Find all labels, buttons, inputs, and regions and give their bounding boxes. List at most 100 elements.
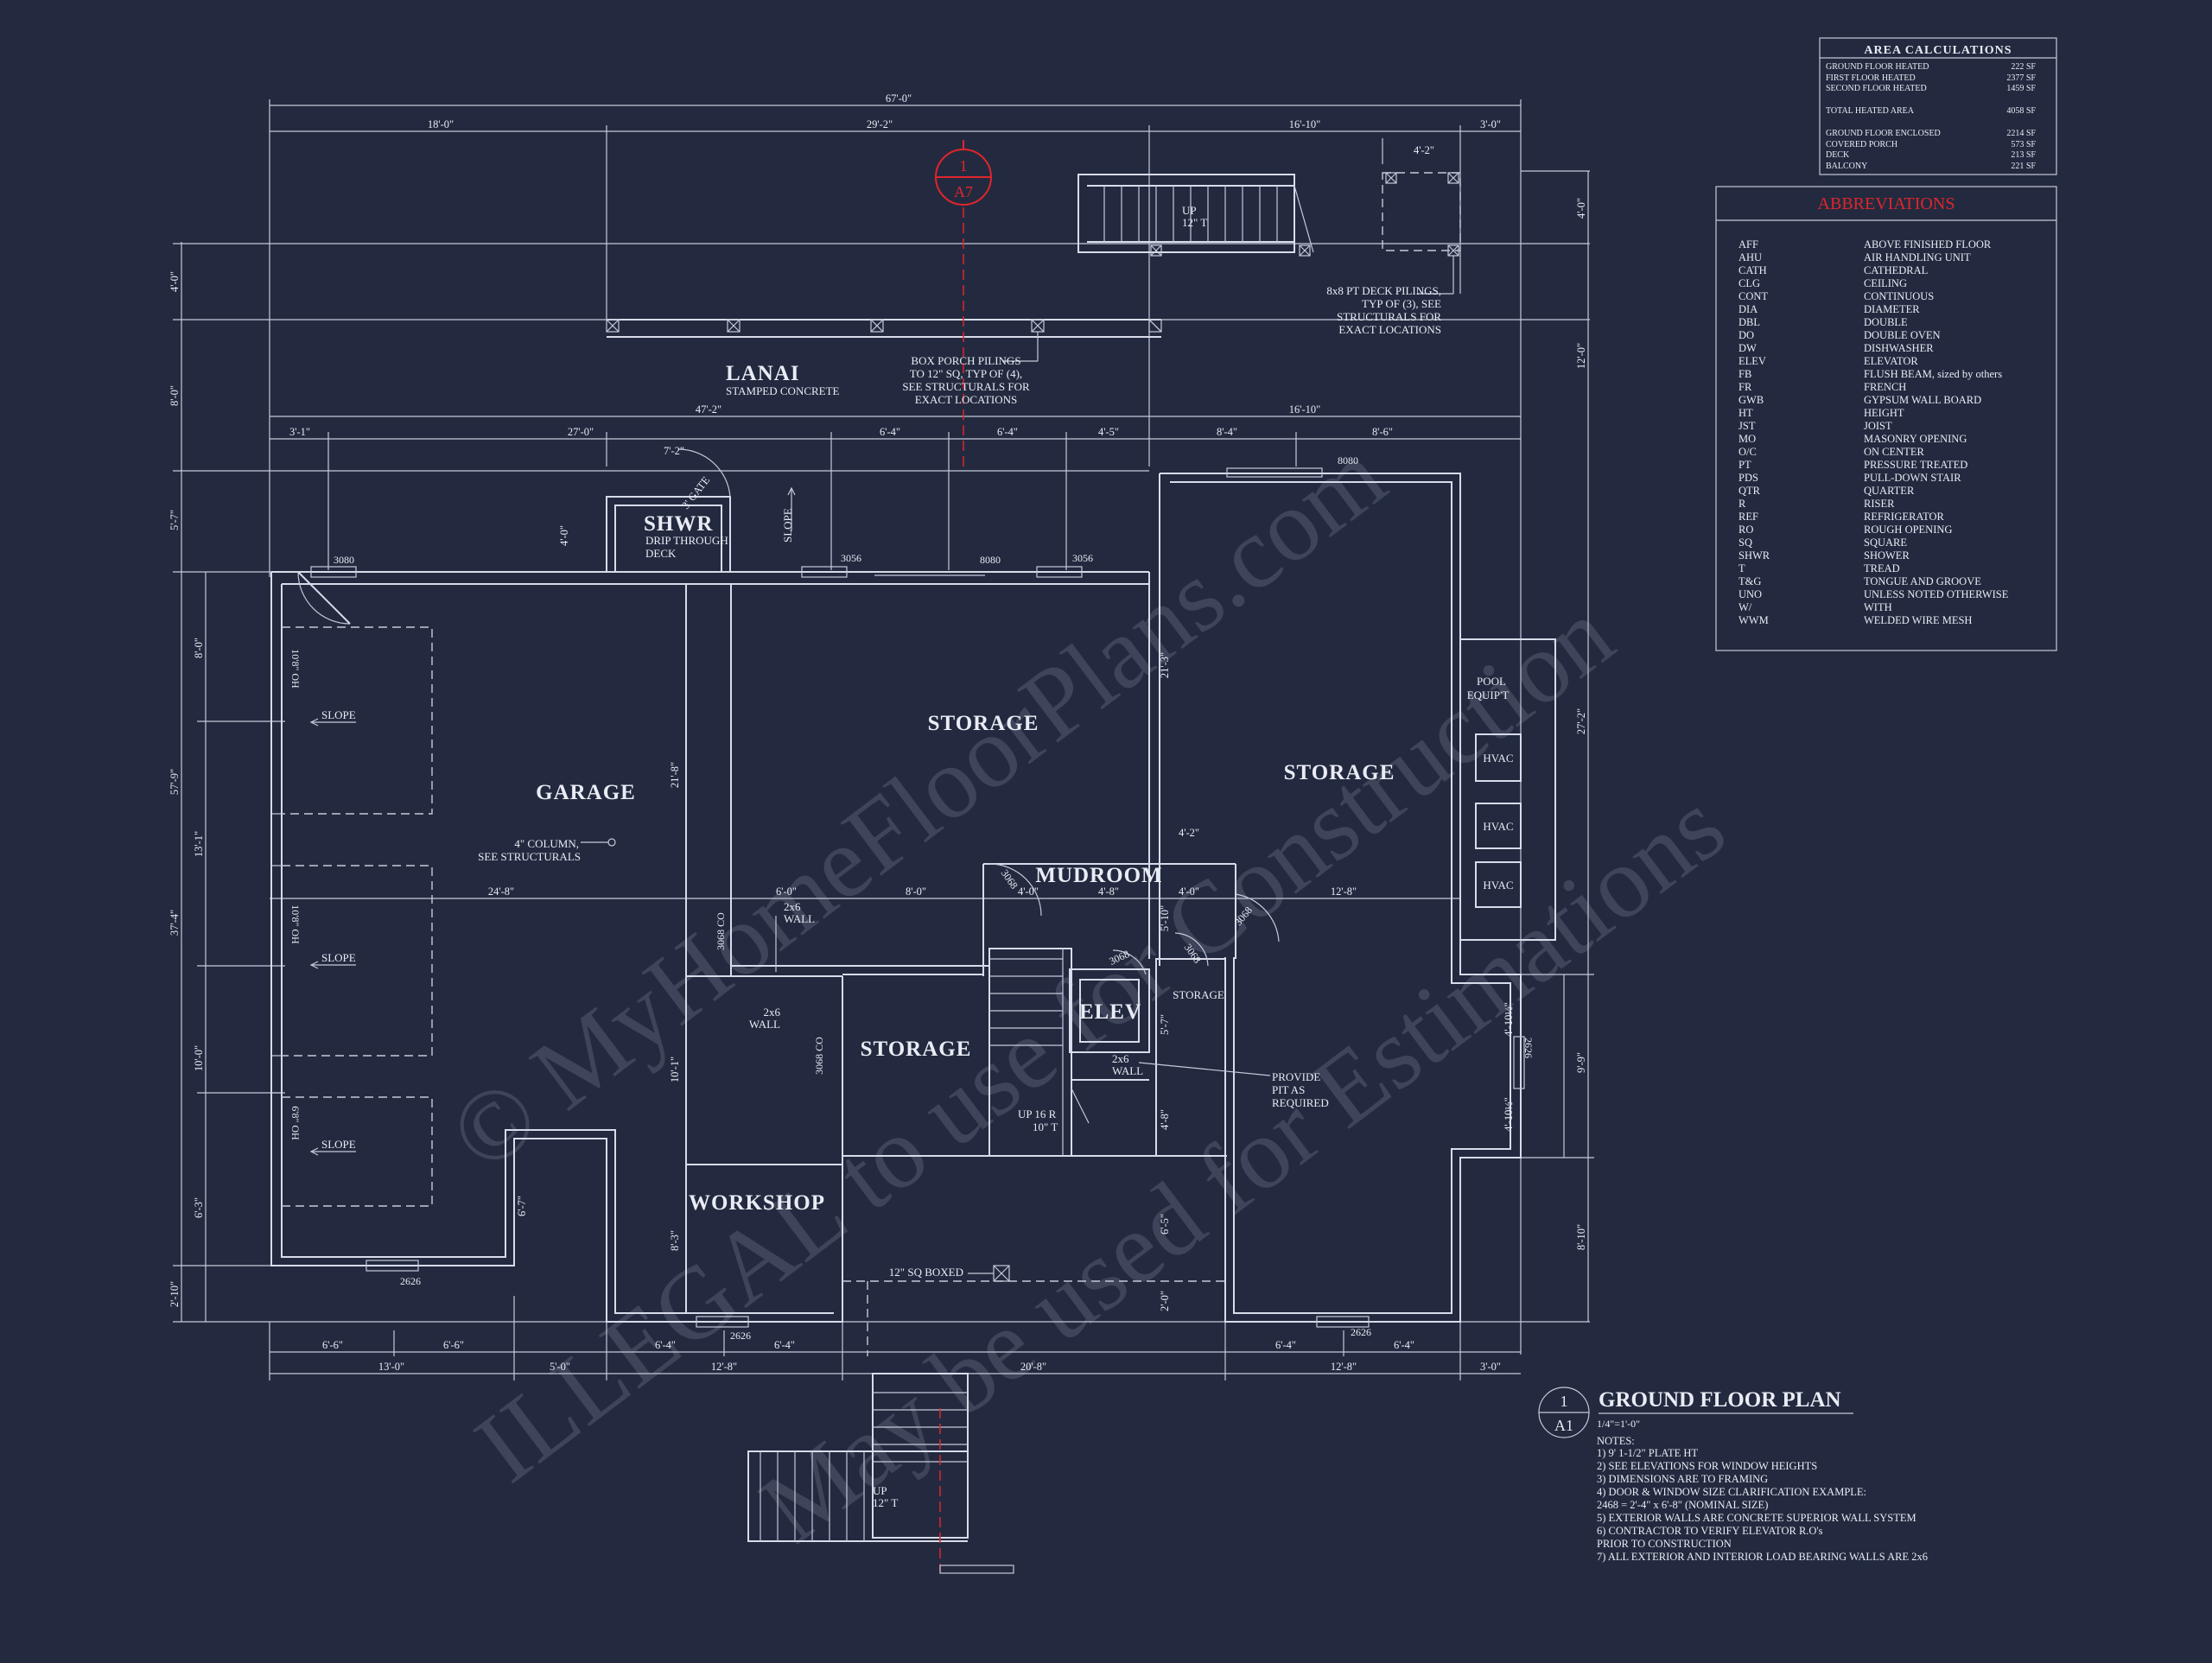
dim-right-1: 12'-0" — [1575, 343, 1587, 369]
dim-bottom-a-0: 6'-6" — [322, 1339, 343, 1351]
stair-up-top-1: UP — [1182, 204, 1197, 217]
abbr-meaning-16: ON CENTER — [1864, 446, 1924, 458]
dim-top-5: 4'-2" — [1414, 144, 1434, 156]
plan-note-4: 2468 = 2'-4" x 6'-8" (NOMINAL SIZE) — [1597, 1499, 1768, 1511]
abbr-code-5: DIA — [1738, 303, 1758, 315]
pool-equip-label-2: EQUIP'T — [1467, 689, 1510, 701]
abbr-code-6: DBL — [1738, 316, 1760, 328]
abbr-meaning-9: ELEVATOR — [1864, 355, 1918, 367]
dim-left-outer-2: 5'-7" — [168, 510, 181, 530]
dim-left-outer-0: 4'-0" — [168, 271, 181, 292]
dim-left-inner-2: 10'-0" — [193, 1045, 205, 1071]
dim-interior-6: 5'-10" — [1159, 905, 1171, 931]
area-row-value-0: 222 SF — [2011, 62, 2036, 72]
dim-upper-5: 8'-4" — [1217, 426, 1237, 438]
abbr-meaning-23: SQUARE — [1864, 536, 1907, 549]
dim-interior-5: 6'-7" — [516, 1196, 528, 1216]
abbr-code-3: CLG — [1738, 277, 1760, 289]
abbr-meaning-12: GYPSUM WALL BOARD — [1864, 394, 1981, 406]
abbr-meaning-17: PRESSURE TREATED — [1864, 459, 1967, 471]
dim-upper-0: 3'-1" — [289, 426, 310, 438]
abbr-meaning-19: QUARTER — [1864, 485, 1915, 497]
hvac-label-2: HVAC — [1483, 820, 1513, 833]
upper-deck — [1077, 172, 1461, 295]
storage-lower-label: STORAGE — [861, 1038, 972, 1061]
hvac-label-1: HVAC — [1483, 752, 1513, 765]
storage-small-label: STORAGE — [1173, 988, 1224, 1001]
dim-interior-0: 21'-8" — [669, 762, 681, 788]
wall-note-b-2: WALL — [749, 1018, 780, 1031]
lanai-sublabel: STAMPED CONCRETE — [726, 384, 840, 397]
area-row-label-0: GROUND FLOOR HEATED — [1826, 62, 1929, 72]
dim-right-0: 4'-0" — [1575, 198, 1587, 219]
abbr-meaning-11: FRENCH — [1864, 381, 1906, 393]
porch-pilings-note-4: EXACT LOCATIONS — [915, 393, 1018, 406]
plan-title-block: 1 A1 GROUND FLOOR PLAN 1/4"=1'-0" NOTES:… — [1538, 1387, 1928, 1563]
abbr-code-24: SHWR — [1738, 549, 1770, 562]
slope-label-1: SLOPE — [321, 708, 356, 721]
plan-note-8: 7) ALL EXTERIOR AND INTERIOR LOAD BEARIN… — [1597, 1551, 1928, 1563]
section-marker-number: 1 — [960, 157, 968, 175]
abbr-meaning-10: FLUSH BEAM, sized by others — [1864, 368, 2002, 380]
shower-label: SHWR — [644, 512, 713, 536]
area-row-value-7: 221 SF — [2011, 162, 2036, 171]
opening-size-6: 2626 — [730, 1330, 751, 1342]
opening-size-0: 3080 — [334, 554, 354, 566]
area-row-label-4: GROUND FLOOR ENCLOSED — [1826, 129, 1941, 138]
porch-pilings-note-1: BOX PORCH PILINGS — [911, 354, 1020, 367]
porch-pilings-note-2: TO 12" SQ, TYP OF (4), — [910, 367, 1022, 380]
dim-interior-2: 4'-0" — [558, 525, 570, 546]
opening-size-2: 8080 — [980, 554, 1001, 566]
dim-bottom-a-3: 6'-4" — [774, 1339, 795, 1351]
dim-left-inner-3: 6'-3" — [193, 1197, 205, 1218]
elevator-label: ELEV — [1079, 1000, 1141, 1024]
dim-lanai-0: 47'-2" — [696, 403, 721, 416]
dim-interior-12: 4'-10½" — [1503, 1097, 1515, 1132]
opening-size-7: 2626 — [1351, 1326, 1371, 1338]
dim-left-inner-1: 13'-1" — [193, 831, 205, 857]
dim-lanai-1: 16'-10" — [1289, 403, 1321, 416]
opening-size-4: 8080 — [1338, 454, 1358, 467]
dim-right-3: 9'-9" — [1575, 1052, 1587, 1073]
abbr-meaning-29: WELDED WIRE MESH — [1864, 614, 1972, 626]
abbr-code-7: DO — [1738, 329, 1754, 341]
wall-note-b-1: 2x6 — [764, 1006, 781, 1019]
dim-upper-1: 27'-0" — [568, 426, 594, 438]
wall-note-a-2: WALL — [784, 912, 815, 925]
dim-mid-0: 24'-8" — [488, 885, 514, 898]
slope-label-2: SLOPE — [321, 951, 356, 964]
abbr-meaning-8: DISHWASHER — [1864, 342, 1934, 354]
abbr-code-23: SQ — [1738, 536, 1752, 549]
opening-size-17: 6'8" OH — [289, 1106, 302, 1140]
dim-right-2: 27'-2" — [1575, 708, 1587, 734]
abbr-meaning-20: RISER — [1864, 498, 1895, 510]
abbr-meaning-3: CEILING — [1864, 277, 1907, 289]
area-row-label-2: SECOND FLOOR HEATED — [1826, 84, 1927, 93]
abbr-code-27: UNO — [1738, 588, 1762, 600]
dim-top-4: 3'-0" — [1480, 118, 1501, 130]
slope-label-4: SLOPE — [781, 508, 794, 543]
dim-bottom-b-4: 12'-8" — [1331, 1361, 1357, 1373]
storage-center-label: STORAGE — [928, 712, 1039, 735]
hvac-label-3: HVAC — [1483, 879, 1513, 892]
area-row-label-5: COVERED PORCH — [1826, 140, 1897, 149]
dim-bottom-b-0: 13'-0" — [378, 1361, 404, 1373]
workshop-label: WORKSHOP — [689, 1191, 825, 1215]
plan-note-2: 3) DIMENSIONS ARE TO FRAMING — [1597, 1473, 1768, 1485]
abbr-meaning-26: TONGUE AND GROOVE — [1864, 575, 1981, 587]
dim-bottom-a-4: 6'-4" — [1275, 1339, 1296, 1351]
plan-note-3: 4) DOOR & WINDOW SIZE CLARIFICATION EXAM… — [1597, 1486, 1866, 1498]
abbr-meaning-28: WITH — [1864, 601, 1892, 613]
abbr-meaning-0: ABOVE FINISHED FLOOR — [1864, 238, 1992, 251]
deck-pilings-note-4: EXACT LOCATIONS — [1338, 323, 1441, 336]
plan-note-0: 1) 9' 1-1/2" PLATE HT — [1597, 1447, 1698, 1459]
abbr-meaning-21: REFRIGERATOR — [1864, 511, 1945, 523]
shower-sublabel-1: DRIP THROUGH — [645, 534, 728, 547]
abbr-meaning-22: ROUGH OPENING — [1864, 524, 1952, 536]
abbr-code-1: AHU — [1738, 251, 1762, 263]
opening-size-16: 10'8" OH — [289, 904, 302, 944]
wall-note-a-1: 2x6 — [784, 900, 801, 913]
dim-bottom-b-5: 3'-0" — [1480, 1361, 1501, 1373]
abbr-code-12: GWB — [1738, 394, 1764, 406]
